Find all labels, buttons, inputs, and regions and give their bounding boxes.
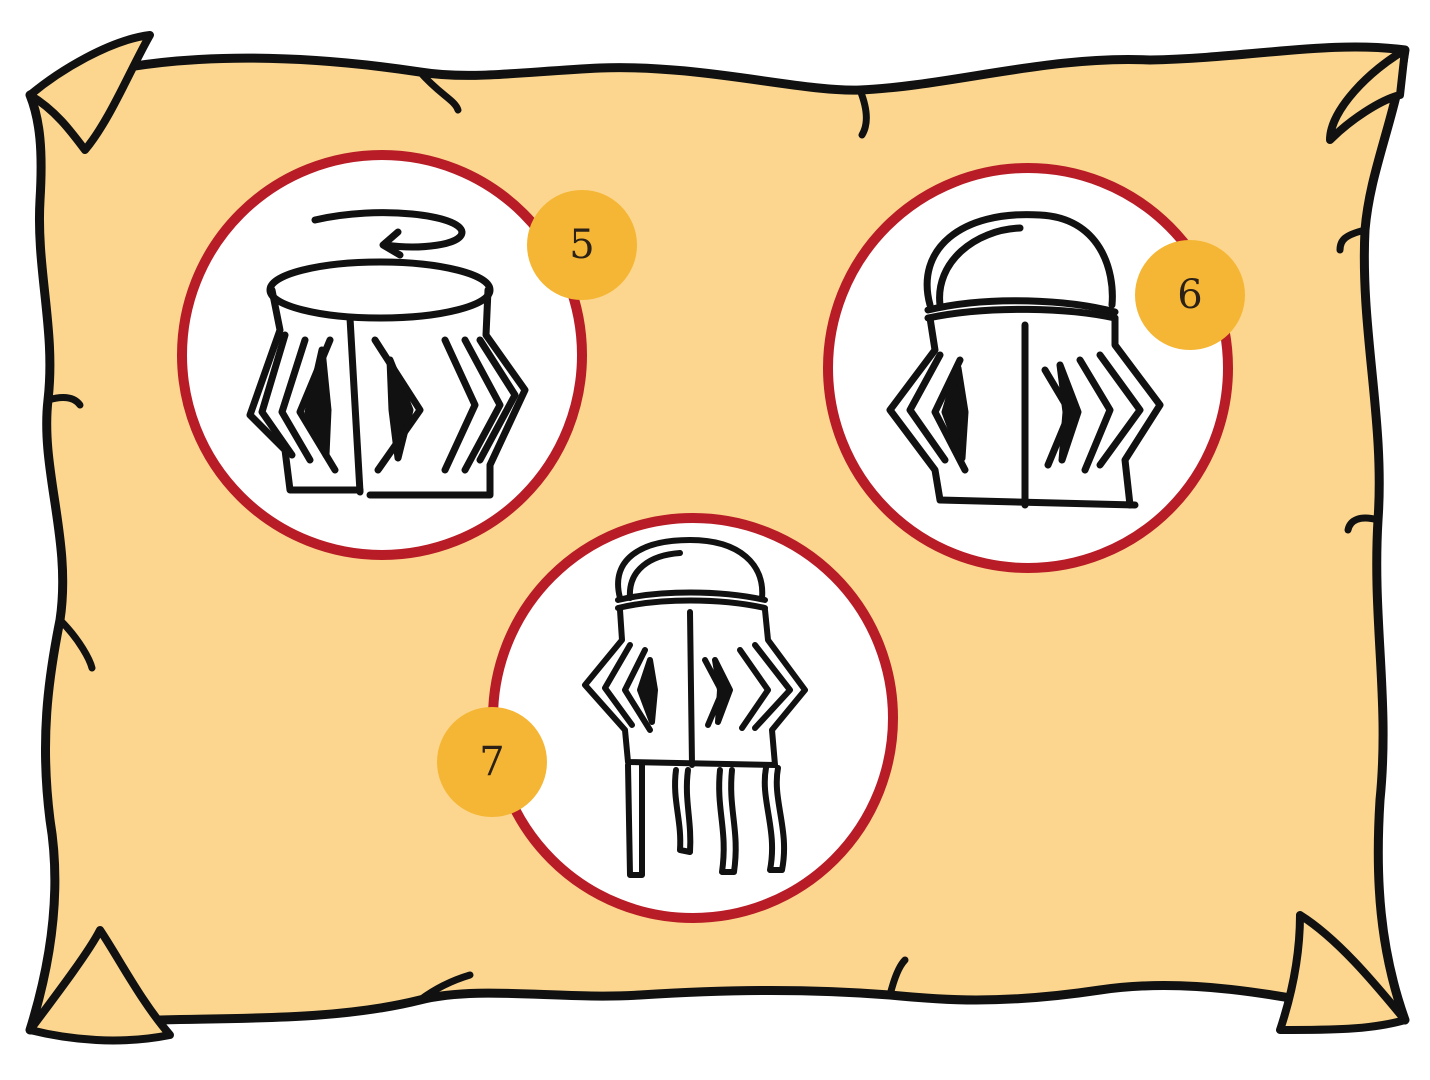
- step-5-number: 5: [569, 222, 594, 268]
- step-6-number: 6: [1177, 272, 1202, 318]
- step-7-number: 7: [479, 739, 504, 785]
